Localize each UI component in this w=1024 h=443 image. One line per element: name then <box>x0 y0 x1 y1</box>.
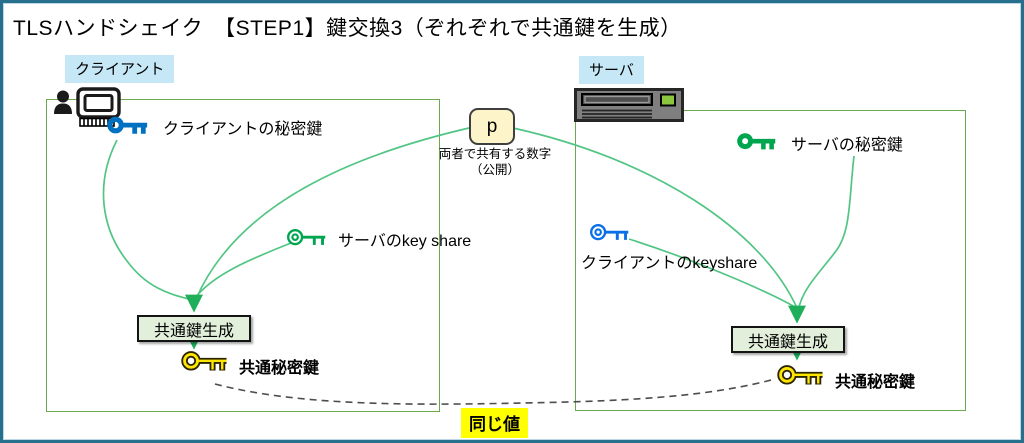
server-label: サーバ <box>579 56 644 84</box>
shared-number-desc-line1: 両者で共有する数字 <box>438 147 552 161</box>
client-private-key-label: クライアントの秘密鍵 <box>163 121 323 138</box>
server-key-share-icon <box>287 229 326 246</box>
client-shared-secret-label: 共通秘密鍵 <box>239 360 320 377</box>
server-private-key-icon <box>737 133 776 150</box>
server-key-share-label: サーバのkey share <box>338 233 472 250</box>
server-shared-secret-label: 共通秘密鍵 <box>835 374 916 391</box>
shared-number-desc-line2: （公開） <box>469 163 520 177</box>
page-title: TLSハンドシェイク 【STEP1】鍵交換3（ぞれぞれで共通鍵を生成） <box>13 17 682 40</box>
server-shared-secret-key-icon <box>777 365 823 385</box>
server-icon <box>574 88 684 122</box>
client-key-share-icon <box>590 224 629 241</box>
client-key-share-label: クライアントのkeyshare <box>581 255 758 272</box>
shared-number-description: 両者で共有する数字 （公開） <box>411 146 579 178</box>
same-value-badge: 同じ値 <box>461 408 528 438</box>
client-user-computer-icon <box>54 87 121 127</box>
client-shared-secret-key-icon <box>181 351 227 371</box>
shared-number-box: p <box>469 108 515 145</box>
client-keygen-box: 共通鍵生成 <box>137 315 251 342</box>
server-private-key-label: サーバの秘密鍵 <box>791 137 903 154</box>
client-private-key-icon <box>107 116 148 134</box>
shared-number-symbol: p <box>486 115 498 137</box>
client-label: クライアント <box>65 55 175 83</box>
server-keygen-box: 共通鍵生成 <box>731 326 845 353</box>
